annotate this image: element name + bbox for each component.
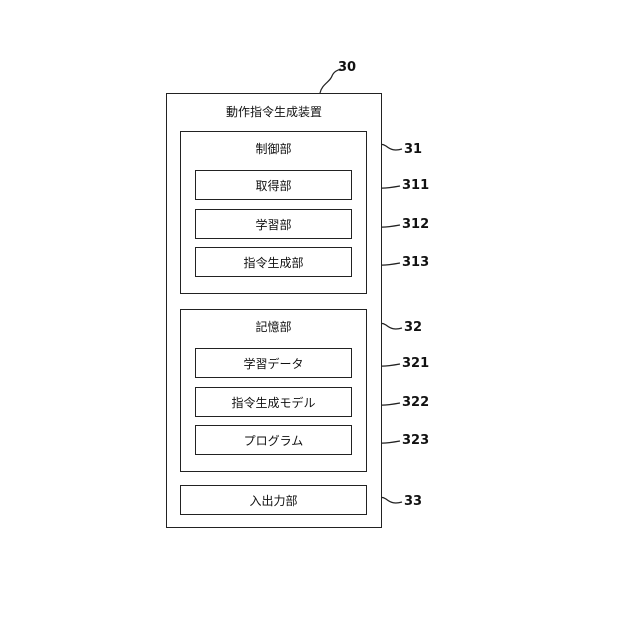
ref-323: 323 (402, 433, 429, 448)
command-generation-model-box: 指令生成モデル (195, 387, 352, 417)
program-box: プログラム (195, 425, 352, 455)
ref-33: 33 (404, 494, 422, 509)
ref-311: 311 (402, 178, 429, 193)
ref-31: 31 (404, 142, 422, 157)
ref-313: 313 (402, 255, 429, 270)
storage-unit-title: 記憶部 (181, 318, 366, 335)
acquisition-unit-box: 取得部 (195, 170, 352, 200)
ref-30: 30 (338, 60, 356, 75)
io-unit-box: 入出力部 (180, 485, 367, 515)
learning-data-box: 学習データ (195, 348, 352, 378)
control-unit-title: 制御部 (181, 140, 366, 157)
ref-321: 321 (402, 356, 429, 371)
learning-unit-box: 学習部 (195, 209, 352, 239)
ref-32: 32 (404, 320, 422, 335)
ref-312: 312 (402, 217, 429, 232)
command-generation-unit-box: 指令生成部 (195, 247, 352, 277)
ref-322: 322 (402, 395, 429, 410)
device-title: 動作指令生成装置 (167, 103, 381, 120)
